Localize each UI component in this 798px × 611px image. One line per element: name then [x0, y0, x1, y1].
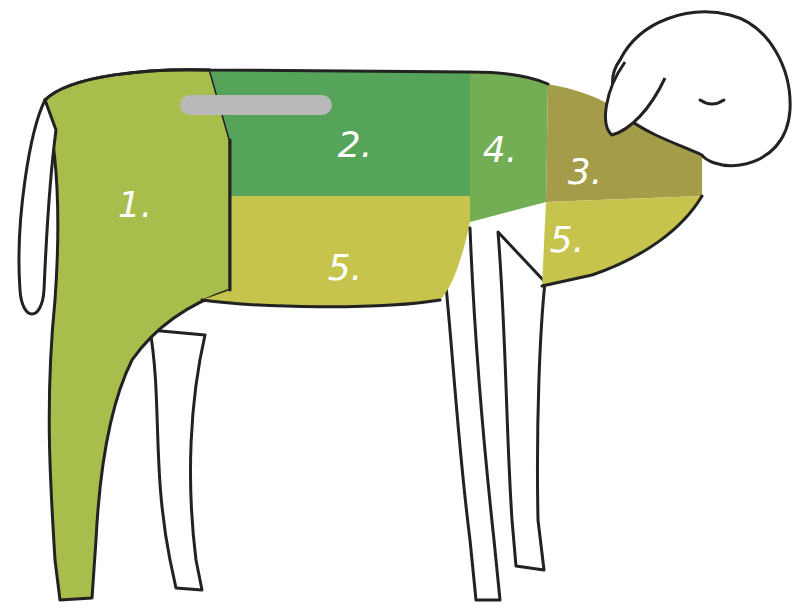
leg-cut — [45, 70, 230, 600]
front-leg — [498, 232, 545, 570]
callout-number: 2. — [338, 127, 372, 163]
eye — [700, 100, 724, 104]
fat-strip — [180, 95, 332, 115]
cut-line — [229, 140, 232, 290]
callout-number: 3. — [568, 154, 602, 190]
belly-outline — [202, 300, 440, 307]
callout-number: 1. — [118, 187, 152, 223]
callout-number: 4. — [483, 132, 517, 168]
belly-cut — [202, 196, 470, 307]
rack-cut — [470, 72, 548, 222]
back-outline — [45, 70, 548, 100]
callout-number: 5. — [328, 250, 362, 286]
hind-leg — [150, 330, 205, 590]
breast-cut — [542, 196, 702, 286]
callout-number: 5. — [550, 222, 584, 258]
loin-cut — [210, 70, 470, 196]
tail — [19, 100, 56, 314]
chest-outline — [542, 196, 702, 286]
ear — [606, 62, 665, 135]
